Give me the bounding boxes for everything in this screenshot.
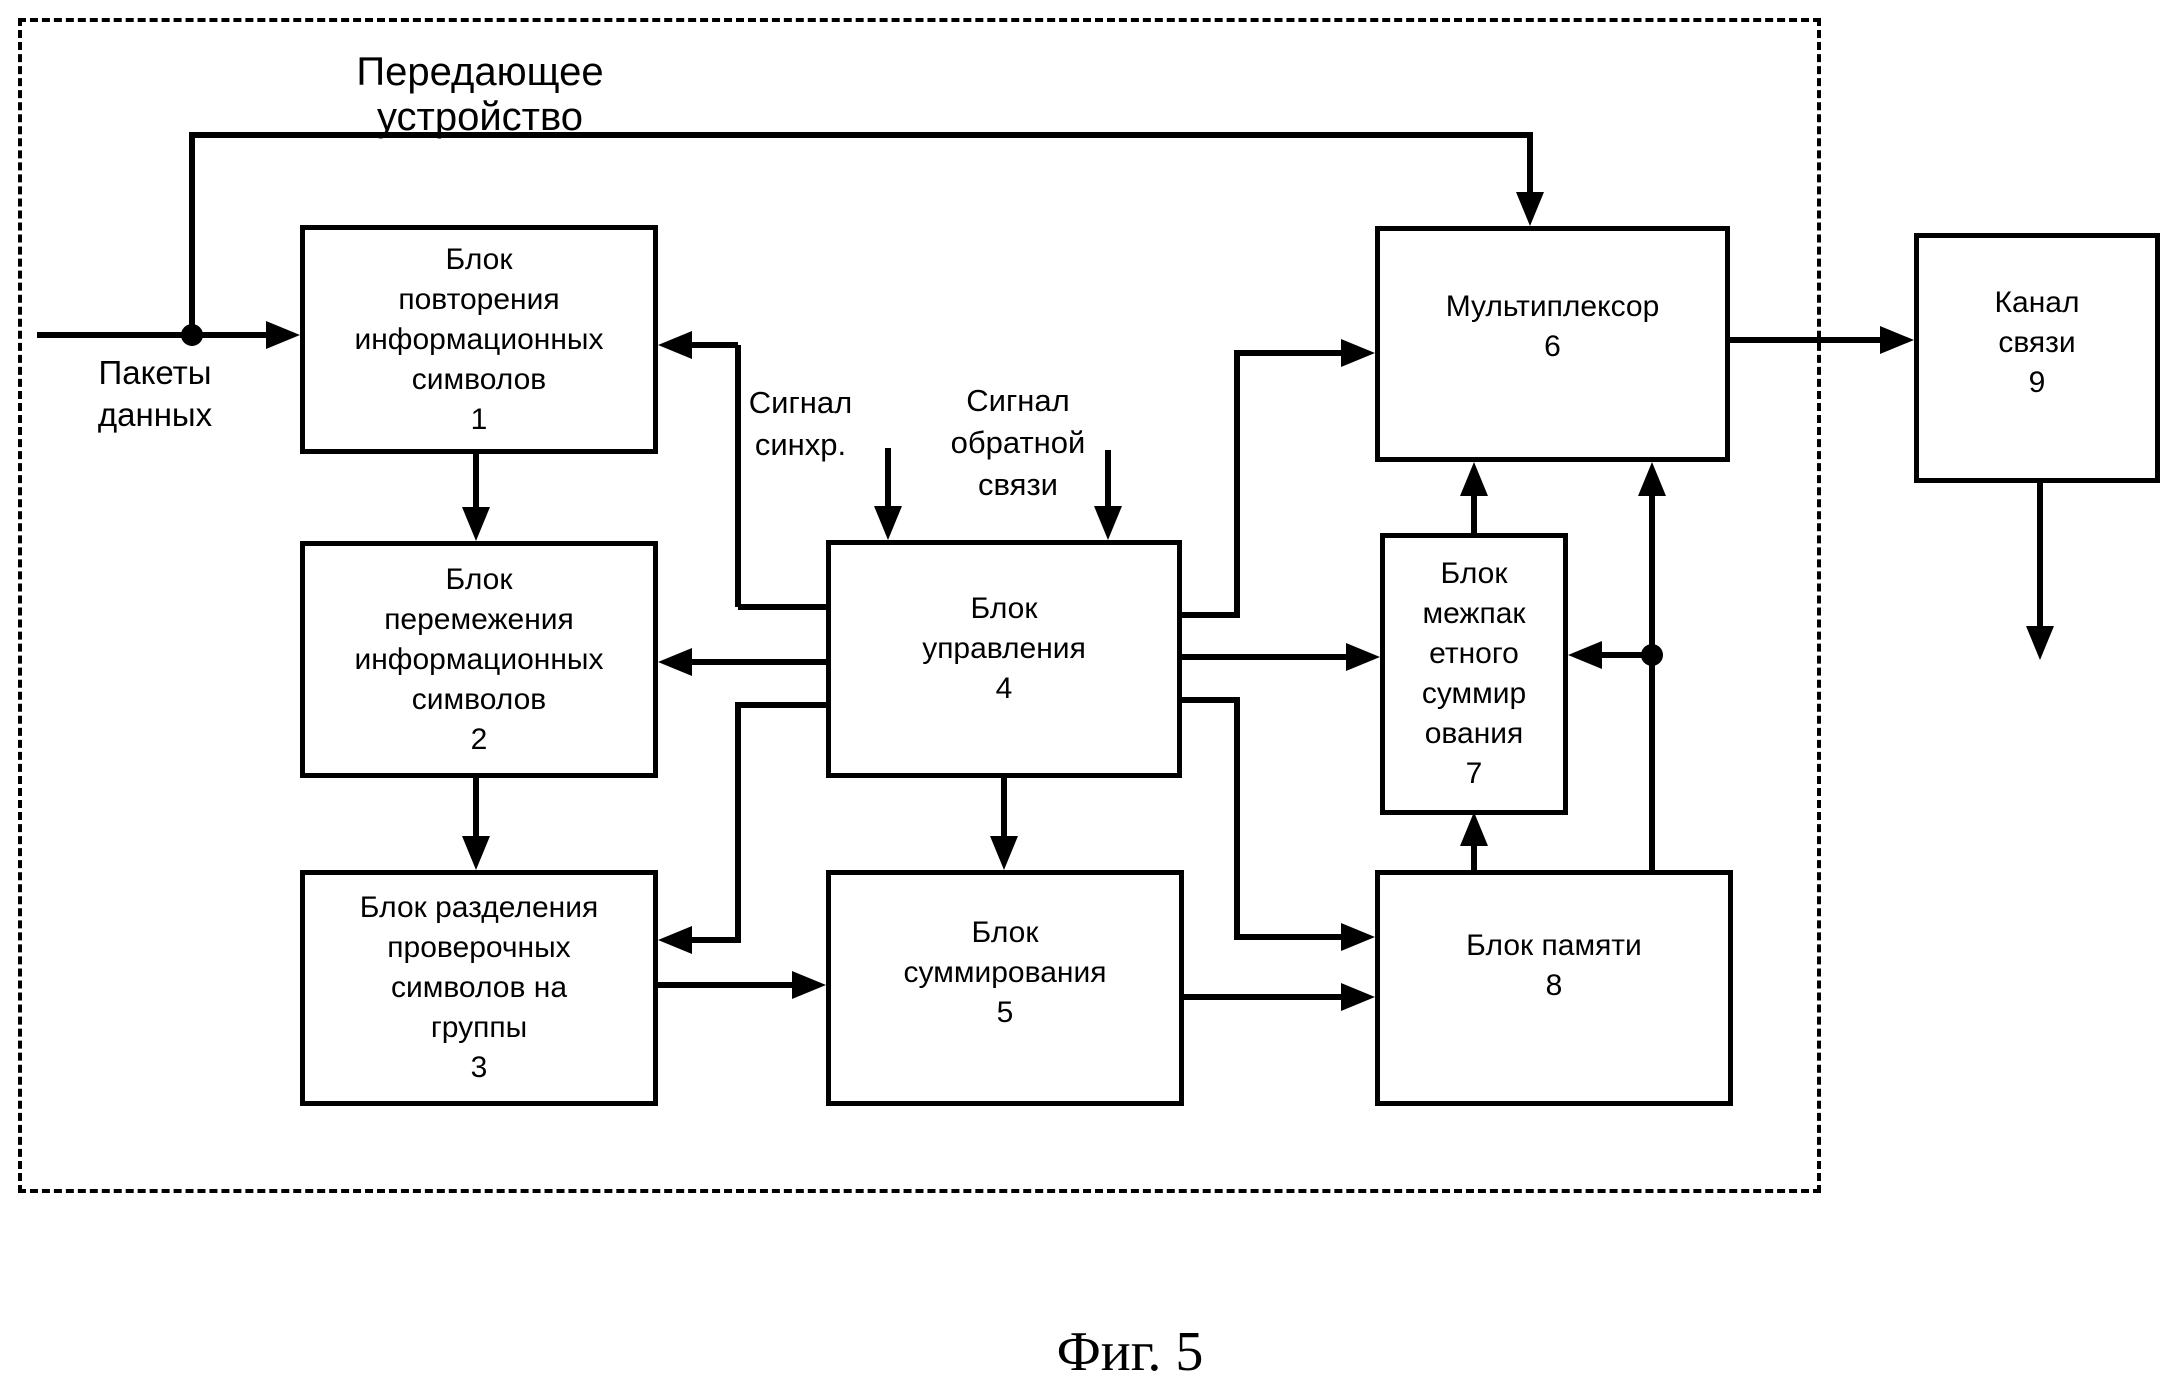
transmitter-dashed-boundary [18,18,1821,1193]
sync-signal-input-line [885,448,891,508]
block-8-label: Блок памяти 8 [1466,928,1642,1002]
block-3-label: Блок разделения проверочных символов на … [359,891,599,1084]
block-8-memory: Блок памяти 8 [1375,870,1733,1106]
channel-output-arrowhead-icon [2026,626,2054,660]
conn-b4-b6-h1 [1182,612,1240,618]
conn-b2-b3-line [473,777,479,836]
block-5-summation: Блок суммирования 5 [826,870,1184,1106]
conn-b4-b6-arrowhead-icon [1341,339,1375,367]
conn-b4-b3-h2 [692,937,738,943]
channel-output-line [2037,483,2043,628]
input-arrowhead-icon [266,321,300,349]
feedback-top-vertical-right [1527,132,1533,194]
conn-b4-b3-h1 [738,702,826,708]
feedback-to-mux-arrowhead-icon [1516,192,1544,226]
conn-b8-b6-arrowhead-icon [1638,462,1666,496]
conn-b1-b2-line [473,453,479,509]
block-5-label: Блок суммирования 5 [903,916,1107,1029]
conn-b1-b2-arrowhead-icon [462,507,490,541]
feedback-signal-input-line [1105,450,1111,508]
conn-b4-b6-vertical [1234,350,1240,618]
block-6-multiplexer: Мультиплексор 6 [1375,226,1730,462]
block-7-interpacket-summation: Блок межпак етного суммир ования 7 [1380,533,1568,815]
conn-b8-b7-line [1471,846,1477,870]
conn-b8-b7-arrowhead-icon [1460,812,1488,846]
block-1-label: Блок повторения информационных символов … [354,242,604,436]
conn-b8-b6-vertical [1649,496,1655,870]
conn-b4-b1-h2 [692,342,738,348]
block-9-comm-channel: Канал связи 9 [1914,233,2160,483]
conn-b4-b3-arrowhead-icon [658,926,692,954]
conn-b4-b5-arrowhead-icon [990,836,1018,870]
conn-b7-b6-arrowhead-icon [1460,462,1488,496]
block-4-control: Блок управления 4 [826,540,1182,778]
conn-b4-b7-line [1182,654,1346,660]
feedback-signal-arrowhead-icon [1094,506,1122,540]
conn-b4-b8-arrowhead-icon [1341,923,1375,951]
block-3-split-check-symbols: Блок разделения проверочных символов на … [300,870,658,1106]
block-9-label: Канал связи 9 [1994,286,2080,399]
block-1-repeat-info-symbols: Блок повторения информационных символов … [300,225,658,454]
conn-b4-b7-arrowhead-icon [1346,643,1380,671]
transmitter-title: Передающее устройство [356,50,604,139]
feedback-top-horizontal [189,132,1533,138]
conn-b4-b2-arrowhead-icon [658,648,692,676]
conn-b4-b6-h2 [1234,350,1341,356]
block-7-label: Блок межпак етного суммир ования 7 [1421,557,1527,790]
data-packets-label: Пакеты данных [97,354,213,433]
conn-b6-b9-arrowhead-icon [1880,326,1914,354]
feedback-signal-label: Сигнал обратной связи [950,383,1086,502]
input-line [37,332,268,338]
conn-b4-b1-arrowhead-icon [658,331,692,359]
block-2-label: Блок перемежения информационных символов… [354,562,604,756]
conn-b4-b1-h1 [738,604,826,610]
block-2-interleave-info-symbols: Блок перемежения информационных символов… [300,541,658,778]
conn-b2-b3-arrowhead-icon [462,836,490,870]
conn-branch-b7-line [1602,652,1652,658]
conn-b7-b6-line [1471,496,1477,533]
conn-b5-b8-arrowhead-icon [1341,983,1375,1011]
b8-b6-branch-junction-dot [1641,644,1663,666]
sync-signal-arrowhead-icon [874,506,902,540]
conn-b6-b9-line [1730,337,1882,343]
conn-b4-b8-h1 [1182,697,1240,703]
conn-b4-b8-vertical [1234,697,1240,940]
figure-caption: Фиг. 5 [1056,1321,1204,1383]
conn-b4-b5-line [1001,778,1007,836]
conn-b4-b1-vertical [735,345,741,607]
conn-b4-b3-vertical [735,702,741,943]
conn-b4-b8-h2 [1234,934,1341,940]
block-6-label: Мультиплексор 6 [1445,289,1660,363]
block-4-label: Блок управления 4 [922,592,1086,705]
conn-b4-b2-line [692,659,826,665]
conn-b3-b5-line [658,982,794,988]
conn-b3-b5-arrowhead-icon [792,971,826,999]
conn-b5-b8-line [1184,994,1342,1000]
conn-branch-b7-arrowhead-icon [1568,641,1602,669]
sync-signal-label: Сигнал синхр. [748,385,853,462]
feedback-top-vertical-left [189,132,195,337]
